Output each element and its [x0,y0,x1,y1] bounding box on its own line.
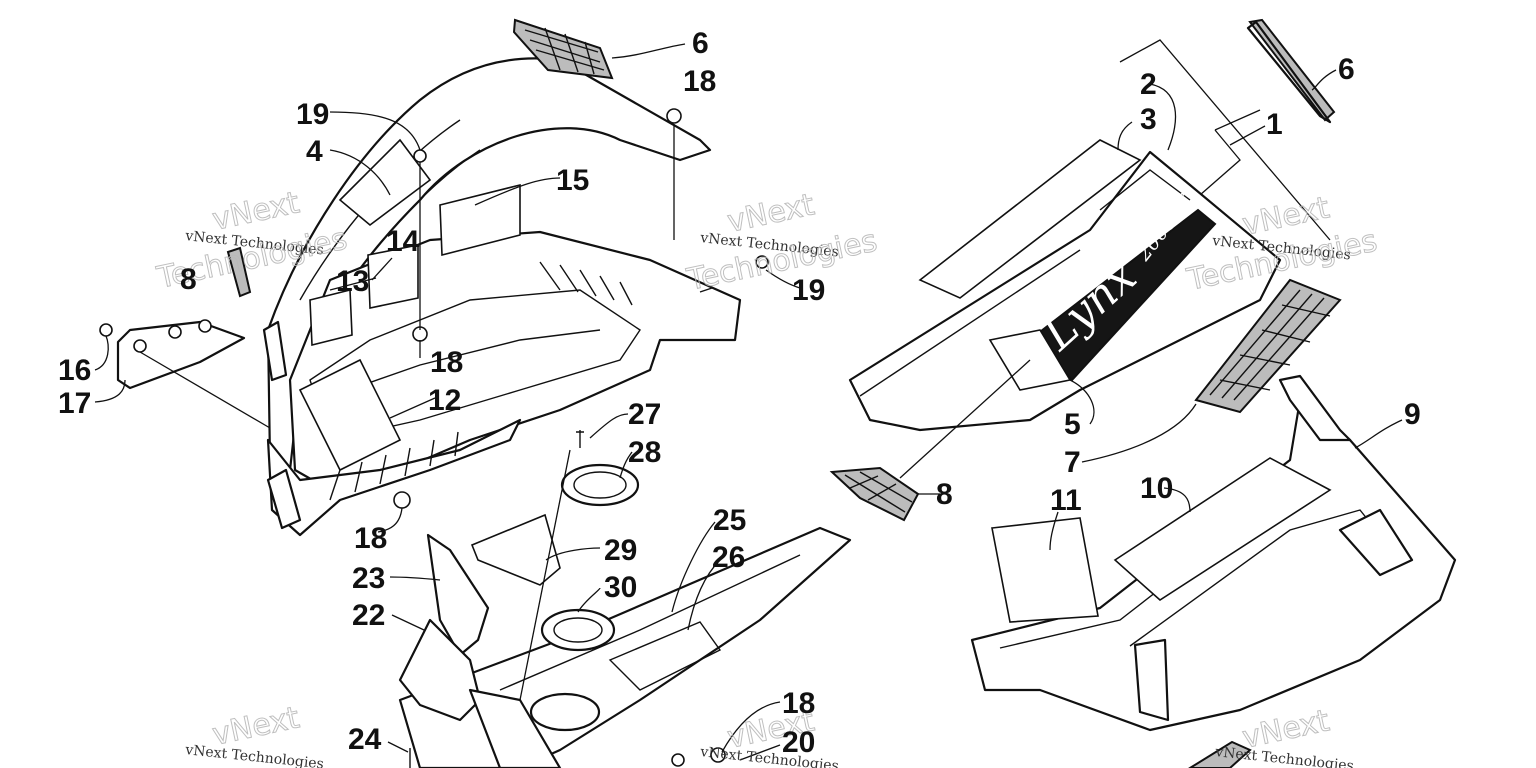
callout-26: 26 [712,541,745,574]
watermark-brand-1: vNext [209,185,302,238]
decal-10 [1113,457,1332,602]
callout-16: 16 [58,354,91,387]
decal-14 [367,244,419,309]
decal-13 [309,288,353,347]
callout-13: 13 [336,265,369,298]
callout-23: 23 [352,562,385,595]
callout-30: 30 [604,571,637,604]
right-hood-assembly: Lynx 2000LT [829,18,1342,522]
callout-22: 22 [352,599,385,632]
callout-27: 27 [628,398,661,431]
decal-11 [991,517,1099,623]
callout-8-right: 8 [936,478,953,511]
callout-12: 12 [428,384,461,417]
callout-18-top: 18 [683,65,716,98]
callout-1: 1 [1266,108,1283,141]
grille-7 [1194,278,1342,414]
callout-numbers: 6 18 19 4 15 14 8 13 19 16 17 18 12 18 2… [58,27,1421,759]
callout-8-left: 8 [180,263,197,296]
nut-18a [666,108,682,124]
ring-30 [540,608,616,652]
watermark-full-4: vNext Technologies [184,742,325,768]
callout-5: 5 [1064,408,1081,441]
screw-19a [413,149,427,163]
callout-10: 10 [1140,472,1173,505]
bracket-23 [426,533,490,657]
callout-19-right: 19 [792,274,825,307]
callout-19-left: 19 [296,98,329,131]
callout-4: 4 [306,135,323,168]
console-assembly [387,413,852,768]
callout-20: 20 [782,726,815,759]
decal-29 [470,513,561,586]
nut-18c [393,491,411,509]
screw-16 [99,323,113,337]
watermark-brand-2: vNext [724,187,817,240]
callout-15: 15 [556,164,589,197]
hood-assembly [94,18,801,537]
ring-28 [560,463,640,507]
callout-29: 29 [604,534,637,567]
callout-18-low: 18 [354,522,387,555]
callout-14: 14 [386,225,420,258]
grille-6-right [1246,18,1336,124]
side-trim-17 [116,320,246,390]
callout-25: 25 [713,504,746,537]
callout-18-bottom: 18 [782,687,815,720]
callout-2: 2 [1140,68,1157,101]
clip-19b [755,255,769,269]
grille-8-left [226,246,252,298]
callout-3: 3 [1140,103,1157,136]
grille-8-right [829,466,920,522]
callout-28: 28 [628,436,661,469]
decal-12 [298,358,402,472]
callout-24: 24 [348,723,382,756]
nose-pan-assembly [970,374,1457,768]
callout-11: 11 [1050,484,1082,517]
callout-7: 7 [1064,446,1081,479]
callout-6-right: 6 [1338,53,1355,86]
decal-15 [439,183,521,257]
watermark-brand-4: vNext [209,700,302,753]
callout-18-mid: 18 [430,346,463,379]
grille-6-left [512,18,614,80]
screw-27 [576,430,584,448]
callout-17: 17 [58,387,91,420]
decal-4 [338,138,432,227]
decal-3 [918,139,1142,299]
callout-9: 9 [1404,398,1421,431]
callout-6-left: 6 [692,27,709,60]
